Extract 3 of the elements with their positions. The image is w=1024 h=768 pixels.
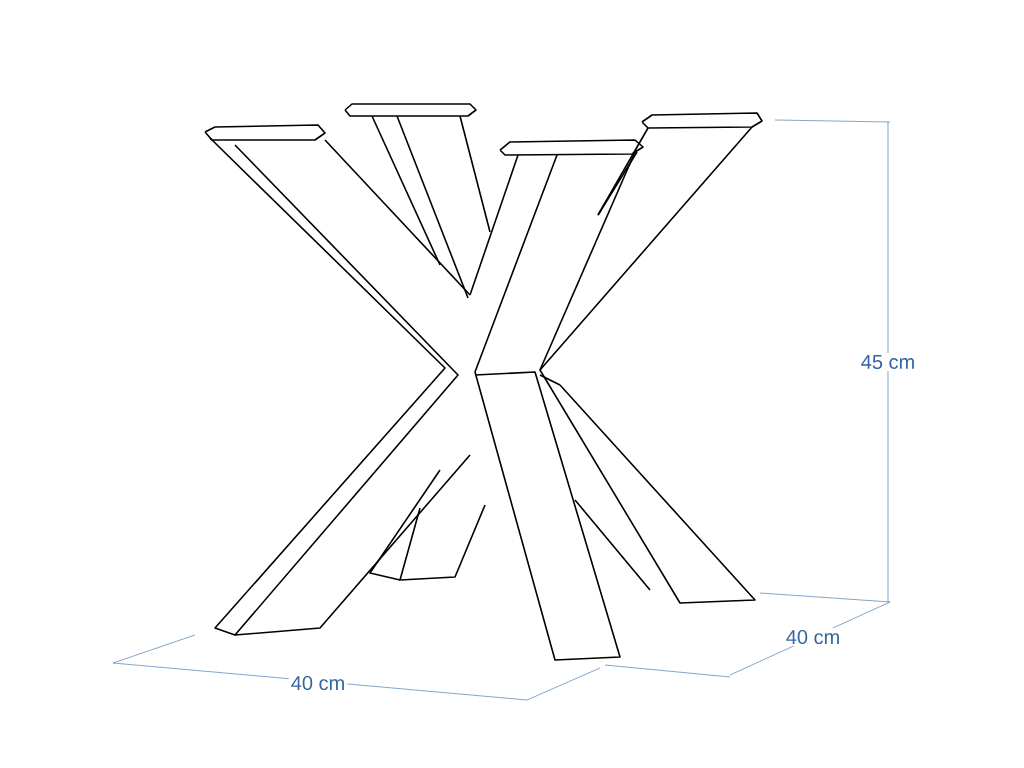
dimension-label: 40 cm <box>288 673 348 693</box>
dimension-label: 45 cm <box>858 353 918 371</box>
dimension-label: 40 cm <box>783 627 843 647</box>
